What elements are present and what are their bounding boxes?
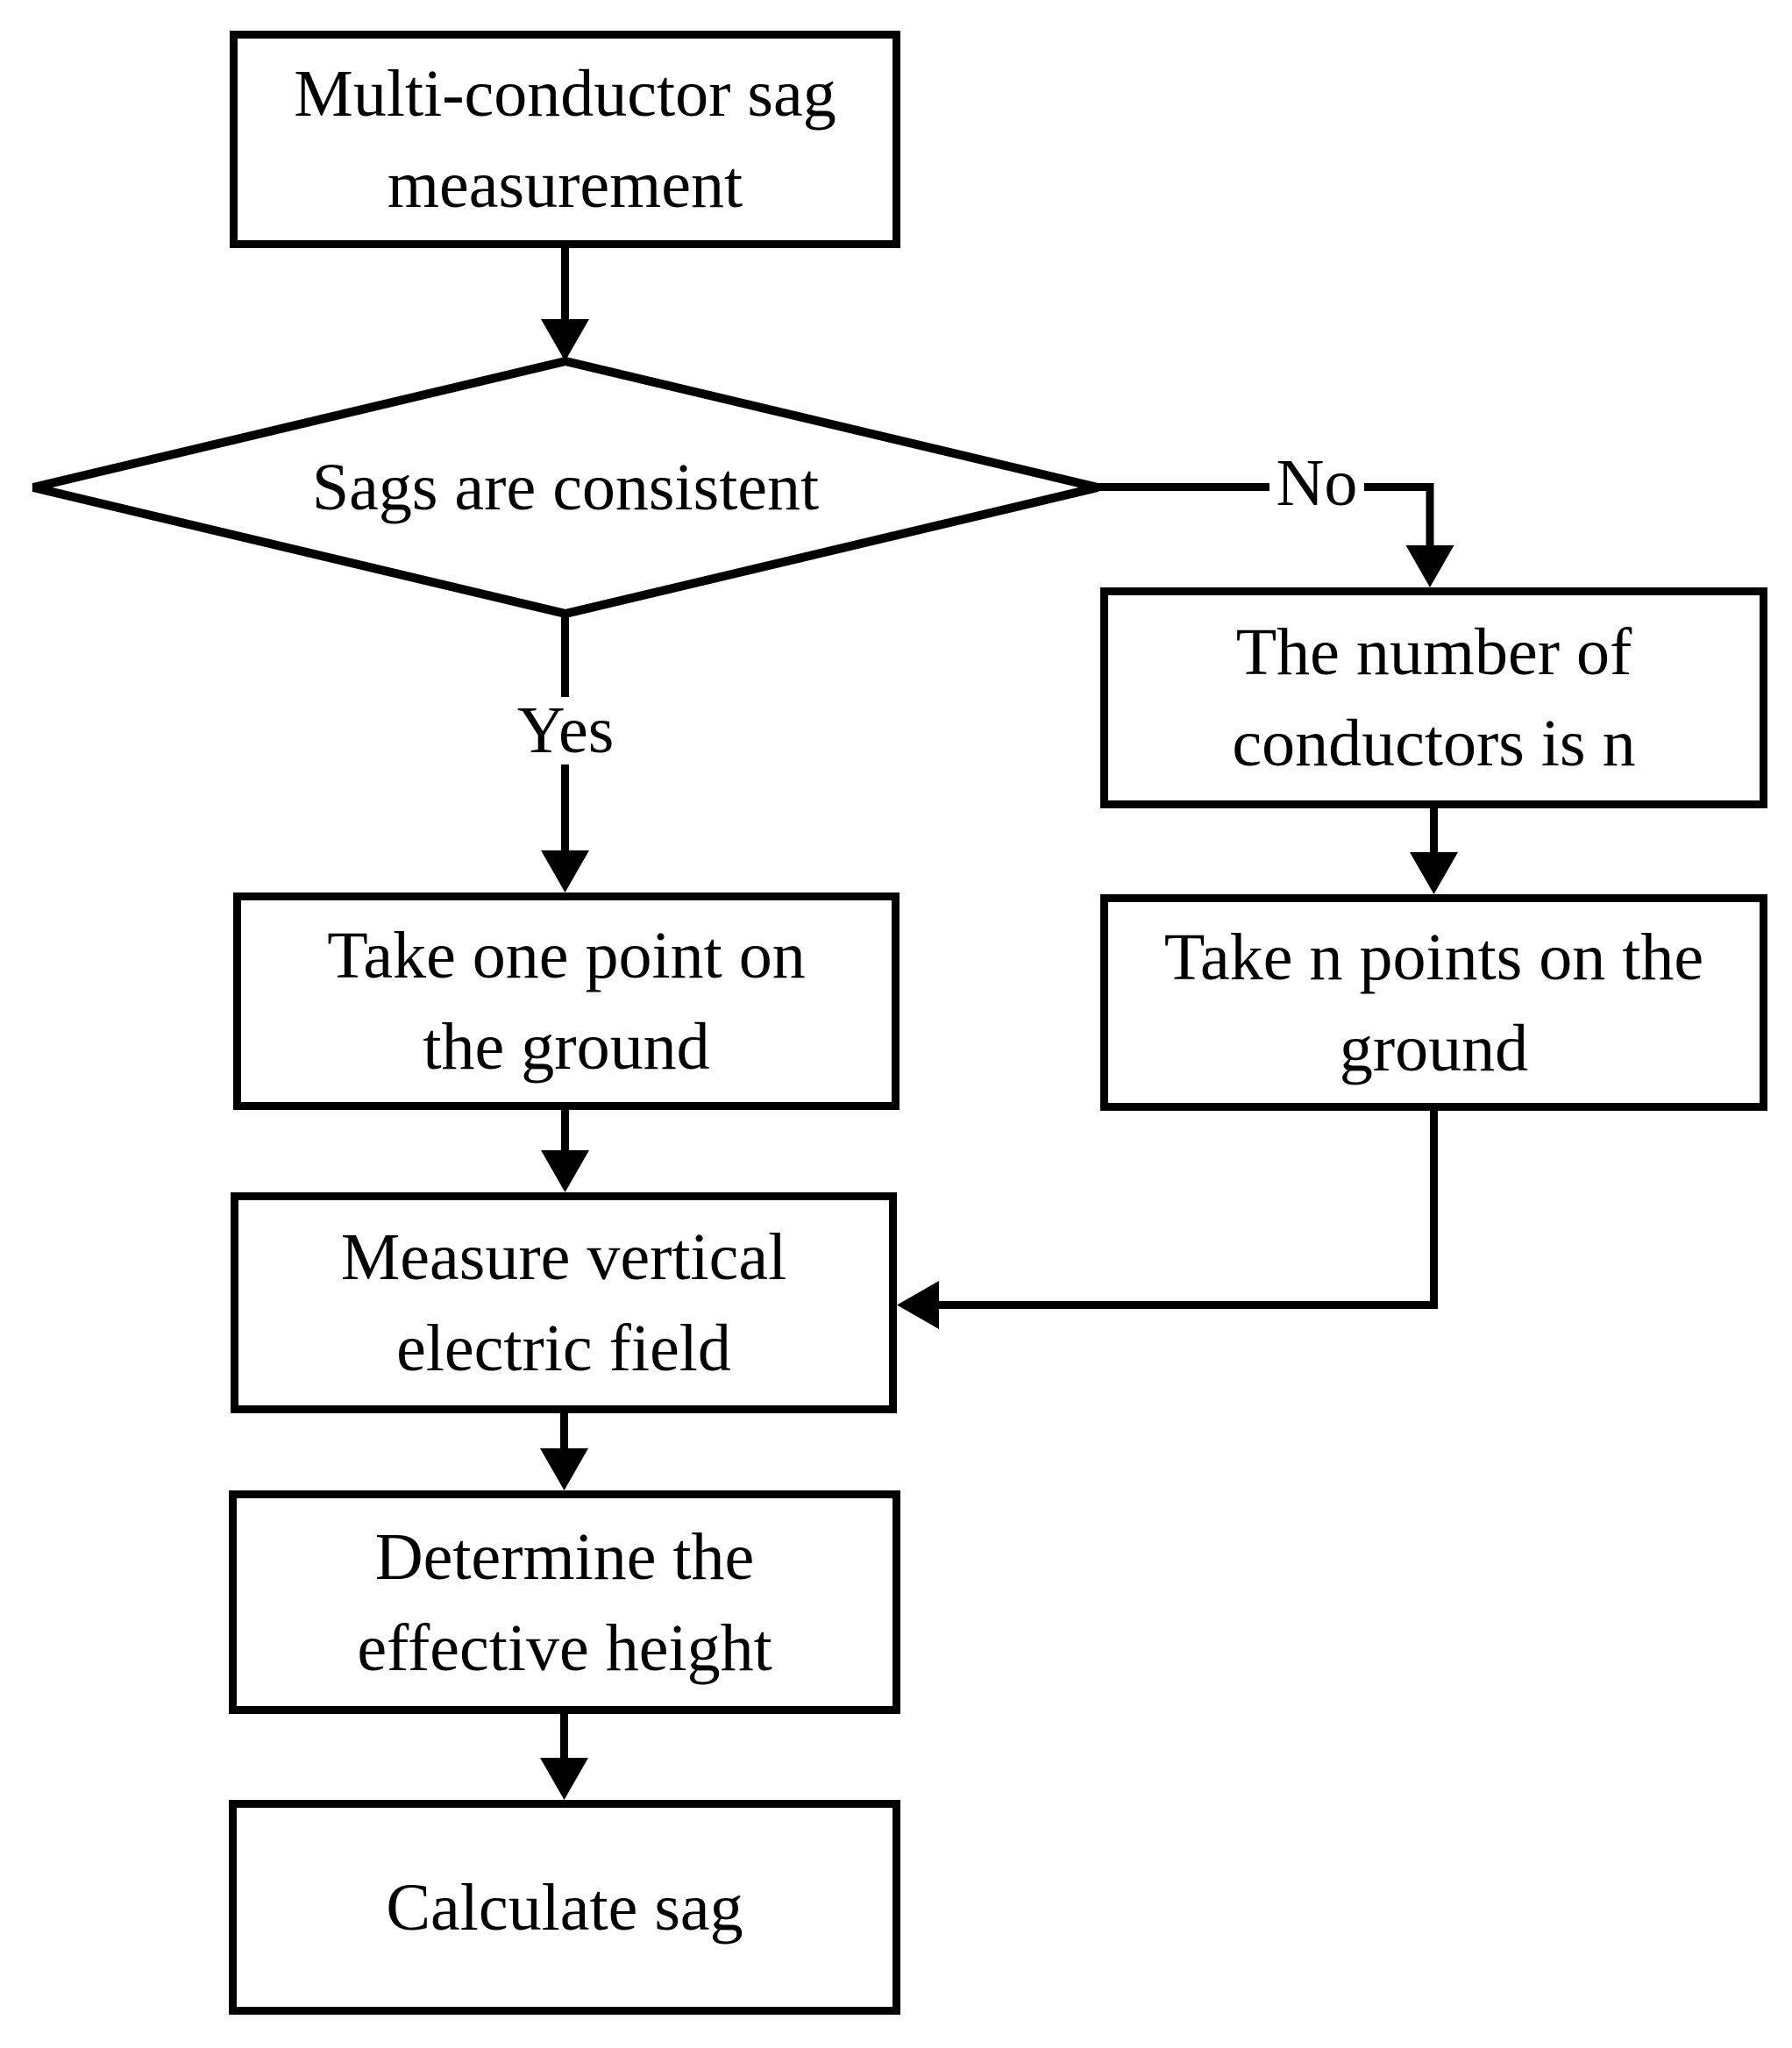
arrowhead-down-icon: [1405, 545, 1454, 587]
connector-no-label-to-conductor-count: [1364, 483, 1434, 549]
edge-label-yes: Yes: [516, 693, 615, 767]
node-conductor-count-line2: conductors is n: [1232, 707, 1636, 780]
node-take-one-point: Take one point on the ground: [233, 892, 900, 1110]
node-calculate-sag-label: Calculate sag: [386, 1870, 743, 1945]
arrowhead-down-icon: [541, 319, 589, 361]
node-measure-field-line2: electric field: [396, 1312, 731, 1385]
node-calculate-sag: Calculate sag: [229, 1800, 900, 2015]
node-start: Multi-conductor sag measurement: [230, 31, 900, 248]
node-conductor-count-line1: The number of: [1235, 615, 1632, 689]
arrowhead-down-icon: [540, 1448, 588, 1490]
arrowhead-left-icon: [897, 1281, 939, 1329]
arrowhead-down-icon: [541, 1150, 589, 1192]
connector-take-n-to-measure: [938, 1111, 1438, 1309]
node-effective-height: Determine the effective height: [229, 1490, 900, 1714]
node-start-label-line2: measurement: [387, 148, 743, 222]
arrowhead-down-icon: [1410, 852, 1458, 894]
node-take-one-point-line1: Take one point on: [327, 919, 806, 992]
node-take-one-point-line2: the ground: [423, 1010, 710, 1084]
node-start-label-line1: Multi-conductor sag: [294, 57, 836, 131]
node-measure-field-line1: Measure vertical: [340, 1220, 787, 1294]
arrowhead-down-icon: [541, 850, 589, 892]
edge-label-no: No: [1276, 446, 1358, 520]
node-measure-field: Measure vertical electric field: [231, 1192, 897, 1413]
node-effective-height-line2: effective height: [357, 1611, 772, 1685]
node-take-n-points-line2: ground: [1339, 1011, 1529, 1085]
node-take-n-points-line1: Take n points on the: [1163, 920, 1704, 994]
node-take-n-points: Take n points on the ground: [1100, 894, 1767, 1111]
node-effective-height-line1: Determine the: [374, 1519, 755, 1594]
arrowhead-down-icon: [540, 1758, 588, 1800]
node-conductor-count: The number of conductors is n: [1100, 587, 1767, 808]
node-decision-label: Sags are consistent: [311, 451, 820, 524]
